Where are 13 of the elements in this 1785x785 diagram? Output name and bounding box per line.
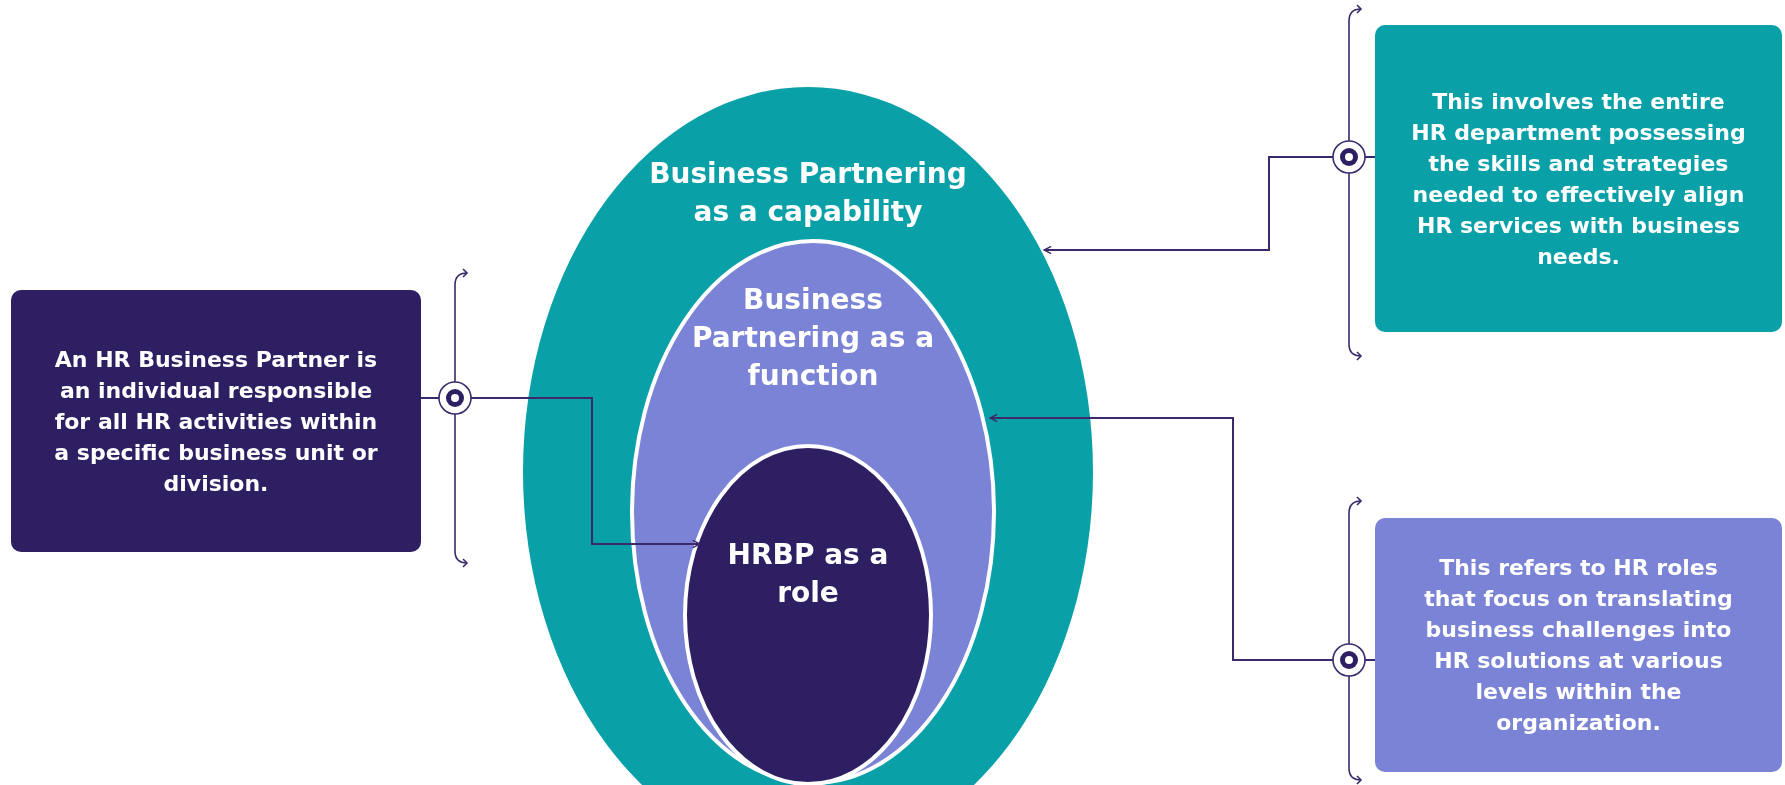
description-card <box>11 290 421 552</box>
description-text: This refers to HR roles that focus on translating business challenges into HR solutions at various levels within the organization. <box>1423 554 1734 737</box>
middle-circle <box>630 239 996 785</box>
circle-title: Business Partnering as a capability <box>648 156 968 230</box>
circle-title: Business Partnering as a function <box>690 282 936 394</box>
arrow <box>1043 156 1376 255</box>
arrow <box>989 413 1376 661</box>
circle-title: HRBP as a role <box>726 537 890 611</box>
description-text: An HR Business Partner is an individual responsible for all HR activities within a specific business unit or division. <box>53 345 379 498</box>
arrow <box>420 397 701 549</box>
description-card <box>1375 518 1782 772</box>
description-text: This involves the entire HR department possessing the skills and strategies needed to effectively align HR services with business needs. <box>1411 87 1746 271</box>
description-card <box>1375 25 1782 332</box>
